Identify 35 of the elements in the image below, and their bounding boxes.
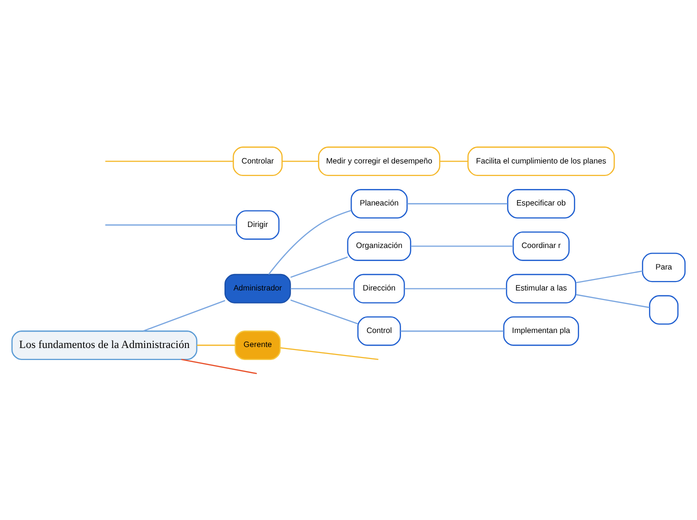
connector xyxy=(105,224,236,226)
connector xyxy=(404,288,506,289)
node-box: Facilita el cumplimiento de los planes xyxy=(467,146,615,176)
node-box: Planeación xyxy=(350,188,408,218)
connector xyxy=(290,256,348,278)
node-box: Especificar ob xyxy=(507,188,576,218)
node-box: Administrador xyxy=(224,273,291,303)
node-box: Gerente xyxy=(234,330,281,360)
connector xyxy=(105,160,234,162)
connector xyxy=(196,344,236,346)
node-box: Medir y corregir el desempeño xyxy=(318,146,440,176)
node-box xyxy=(649,294,678,324)
node-box: Implementan pla xyxy=(503,316,580,346)
connector xyxy=(410,245,513,246)
connector xyxy=(290,288,354,289)
connector xyxy=(143,300,226,332)
node-box: Dirección xyxy=(353,273,405,303)
node-box: Para xyxy=(642,252,686,282)
connector xyxy=(407,202,508,204)
node-box: Los fundamentos de la Administración xyxy=(11,330,198,360)
connector xyxy=(282,160,318,162)
node-box: Control xyxy=(357,316,401,346)
node-box: Coordinar r xyxy=(512,230,570,260)
connector xyxy=(576,270,643,283)
connector xyxy=(440,160,468,162)
connector xyxy=(268,209,352,274)
connector xyxy=(400,330,504,332)
node-box: Estimular a las xyxy=(506,273,576,303)
connector xyxy=(280,346,378,360)
connector xyxy=(576,294,650,308)
node-box: Organización xyxy=(347,230,412,260)
node-box: Dirigir xyxy=(236,210,280,240)
node-box: Controlar xyxy=(232,146,283,176)
connector xyxy=(290,298,358,324)
connector xyxy=(181,358,257,374)
